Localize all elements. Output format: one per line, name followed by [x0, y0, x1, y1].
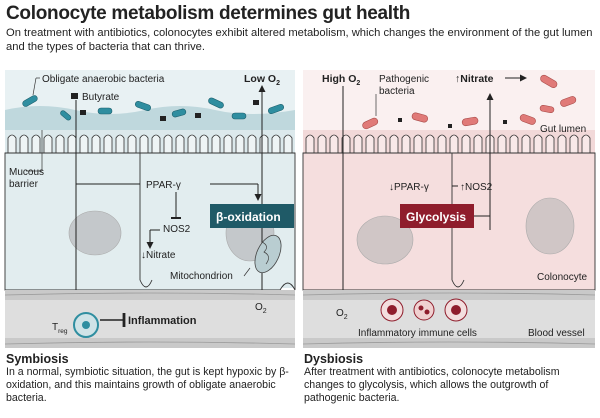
beta-oxidation-label: β-oxidation: [216, 210, 281, 224]
cell-boundary: [139, 153, 153, 288]
immune-cells: [380, 298, 468, 322]
figure-subtitle: On treatment with antibiotics, colonocyt…: [6, 27, 593, 53]
immune-cells-label: Inflammatory immune cells: [358, 328, 477, 339]
left-microvilli: [7, 134, 293, 153]
ppar-down-label: ↓PPAR-γ: [389, 182, 429, 193]
high-o2-label: High O2: [322, 73, 360, 87]
symbiosis-title: Symbiosis: [6, 352, 69, 366]
symbiosis-body: In a normal, symbiotic situation, the gu…: [6, 366, 289, 404]
low-o2-label: Low O2: [244, 73, 280, 87]
right-small-molecules: [398, 118, 507, 128]
treg-label: Treg: [52, 322, 68, 335]
obligate-bacteria: [22, 95, 284, 121]
figure-title: Colonocyte metabolism determines gut hea…: [6, 3, 411, 24]
nos2-label: NOS2: [163, 224, 191, 235]
obligate-bacteria-label: Obligate anaerobic bacteria: [42, 74, 165, 85]
left-panel: [4, 70, 296, 348]
nitrate-down-label: ↓Nitrate: [141, 250, 176, 261]
obligate-leader: [32, 77, 37, 96]
glycolysis-label: Glycolysis: [406, 210, 466, 224]
gut-lumen-label: Gut lumen: [540, 124, 586, 135]
right-nucleus-2: [525, 197, 575, 255]
right-nucleus-1: [356, 215, 414, 265]
beta-oxidation-box: [210, 204, 294, 228]
mucous-label-1: Mucous: [9, 167, 44, 178]
butyrate-icon: [71, 93, 78, 99]
dysbiosis-body: After treatment with antibiotics, colono…: [304, 366, 560, 404]
mitochondrion-label: Mitochondrion: [170, 271, 233, 282]
butyrate-label: Butyrate: [82, 92, 120, 103]
right-o2-bottom: O2: [336, 308, 348, 321]
right-microvilli: [305, 134, 591, 153]
left-colonocyte-layer: [4, 152, 296, 291]
mucous-label-2: barrier: [9, 179, 39, 190]
blood-vessel-label: Blood vessel: [528, 328, 585, 339]
mucous-layer: [5, 106, 295, 130]
glycolysis-box: [400, 204, 474, 228]
inflammation-label: Inflammation: [128, 315, 197, 327]
right-panel: [302, 70, 596, 348]
nos2-up-label: ↑NOS2: [460, 182, 493, 193]
mitochondrion-icon: [254, 234, 282, 274]
left-nucleus-1: [68, 210, 122, 256]
butyrate-molecules: [80, 100, 259, 121]
dysbiosis-title: Dysbiosis: [304, 352, 364, 366]
nitrate-up-label: ↑Nitrate: [455, 73, 494, 85]
ppar-label: PPAR-γ: [146, 180, 181, 191]
colonocyte-label: Colonocyte: [537, 272, 587, 283]
pathogenic-label-1: Pathogenic: [379, 74, 429, 85]
left-o2-bottom: O2: [255, 302, 267, 315]
diagram-canvas: Obligate anaerobic bacteria Butyrate Low…: [4, 70, 596, 348]
pathogenic-bacteria: [362, 74, 577, 130]
pathogenic-label-2: bacteria: [379, 86, 415, 97]
